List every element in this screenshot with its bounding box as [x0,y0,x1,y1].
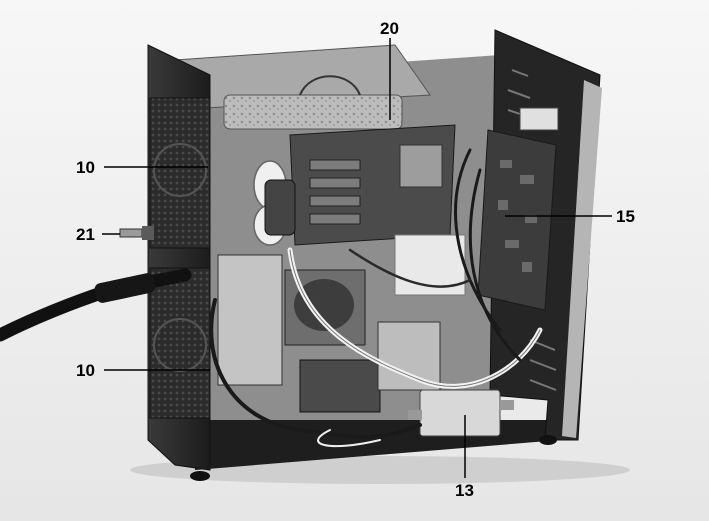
toroid-core [294,279,354,331]
cord-strain-relief [94,273,156,303]
small-transformer [399,144,443,188]
resistor-element [223,94,403,130]
callout-label-10-lower: 10 [76,361,95,380]
upper-fan-grill [149,97,211,249]
upper-fan-ring [153,143,207,197]
foot-right [539,435,557,445]
line-filter-13 [419,389,501,437]
leader-lines [102,38,612,478]
lower-fan-ring [153,318,207,372]
lower-fan-grill [149,267,211,419]
board-components [498,160,537,272]
circuit-board-15 [477,129,557,311]
callout-label-20: 20 [380,19,399,38]
power-transformer [377,321,441,391]
resistor-wire [299,75,361,96]
connector-block [519,107,559,131]
callout-label-13: 13 [455,481,474,500]
filter-tab-left [408,410,422,420]
heatsink-fins [309,159,361,225]
wiring [209,148,543,448]
callout-label-15: 15 [616,207,635,226]
callout-label-21: 21 [76,225,95,244]
adjust-knob-21 [119,228,143,238]
insulator-bracket [264,179,296,236]
callout-label-10-upper: 10 [76,158,95,177]
lower-board-left [217,254,283,386]
knob-base [142,226,154,240]
filter-tab-right [500,400,514,410]
foot-left [190,471,210,481]
main-transformer [299,359,381,413]
right-panel-edge [562,80,602,438]
